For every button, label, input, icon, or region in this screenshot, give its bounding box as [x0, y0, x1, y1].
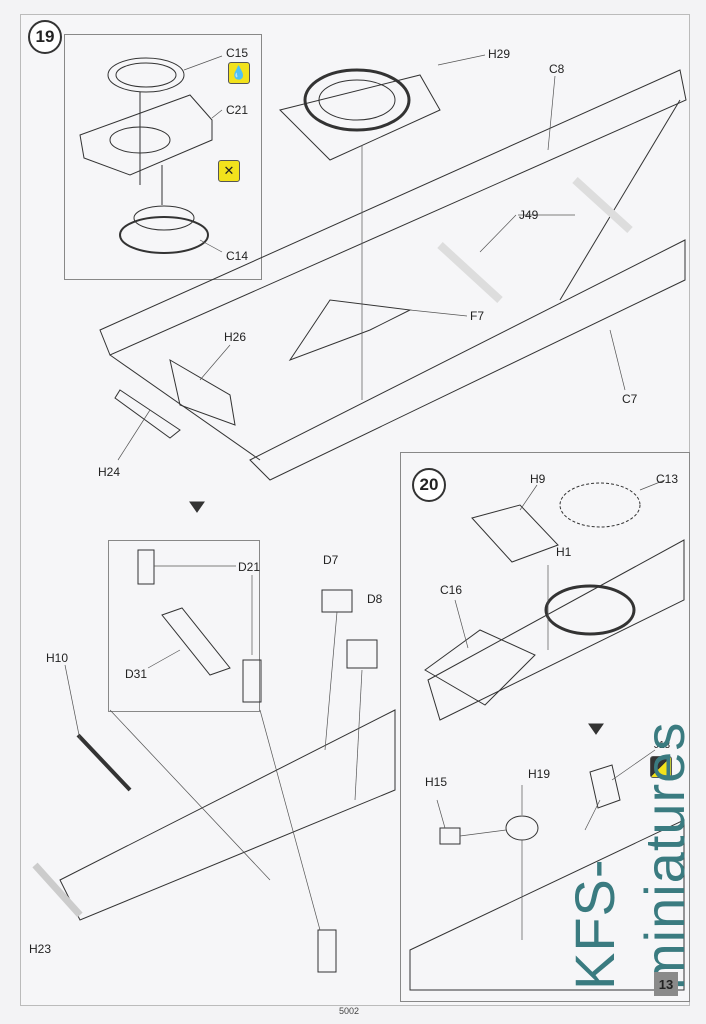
part-h23: [32, 862, 83, 918]
watermark: KFS-miniatures: [563, 721, 696, 990]
part-ring-turntable: [303, 68, 411, 132]
step-number-text: 19: [35, 27, 55, 46]
part-c21: [79, 94, 213, 176]
part-h9: [471, 504, 559, 563]
label-c21: C21: [226, 103, 249, 117]
label-c14: C14: [226, 249, 249, 263]
part-c15: [107, 57, 185, 93]
chassis-frame-19b: [59, 709, 396, 921]
label-h9: H9: [530, 472, 546, 486]
part-h19: [505, 815, 539, 841]
chassis-frame-20b: [409, 819, 685, 991]
chassis-frame-19: [99, 69, 687, 356]
step-20-frame: [400, 452, 690, 1002]
part-j49-a: [437, 242, 503, 303]
chassis-frame-20: [427, 539, 685, 721]
part-d7: [321, 589, 353, 613]
part-h10: [76, 733, 132, 792]
glue-drop-icon: 💧: [228, 62, 250, 84]
label-d21: D21: [238, 560, 261, 574]
label-c8: C8: [549, 62, 565, 76]
paint-marker-icon: [650, 756, 672, 778]
label-h26: H26: [224, 330, 247, 344]
page-number: 13: [654, 972, 678, 996]
label-j49: J49: [519, 208, 539, 222]
part-c13: [559, 482, 641, 528]
part-d31: [161, 607, 231, 676]
label-h29: H29: [488, 47, 511, 61]
part-h26: [169, 358, 236, 426]
label-d8: D8: [367, 592, 383, 606]
down-arrow-icon: [189, 501, 205, 513]
label-c13: C13: [656, 472, 679, 486]
label-d31: D31: [125, 667, 148, 681]
step-number-19: 19: [28, 20, 62, 54]
label-d7: D7: [323, 553, 339, 567]
label-c7: C7: [622, 392, 638, 406]
part-c16: [424, 629, 536, 706]
label-c15: C15: [226, 46, 249, 60]
part-j13: [589, 764, 621, 809]
step-number-text: 20: [419, 475, 439, 494]
label-h15: H15: [425, 775, 448, 789]
label-f7: F7: [470, 309, 485, 323]
part-h15: [439, 827, 461, 845]
catalog-code: 5002: [339, 1006, 360, 1016]
label-h23: H23: [29, 942, 52, 956]
d-parts-inset: [108, 540, 260, 712]
part-c14: [119, 216, 209, 254]
label-h19: H19: [528, 767, 551, 781]
label-h1: H1: [556, 545, 572, 559]
label-j13: J13: [654, 740, 671, 751]
part-f7: [288, 299, 412, 362]
part-d21: [137, 549, 155, 585]
label-h24: H24: [98, 465, 121, 479]
step-number-20: 20: [412, 468, 446, 502]
part-d8: [346, 639, 378, 669]
label-c16: C16: [440, 583, 463, 597]
label-h10: H10: [46, 651, 69, 665]
down-arrow-icon: [588, 723, 604, 735]
remove-part-icon: ✕: [218, 160, 240, 182]
part-h24: [114, 389, 181, 439]
